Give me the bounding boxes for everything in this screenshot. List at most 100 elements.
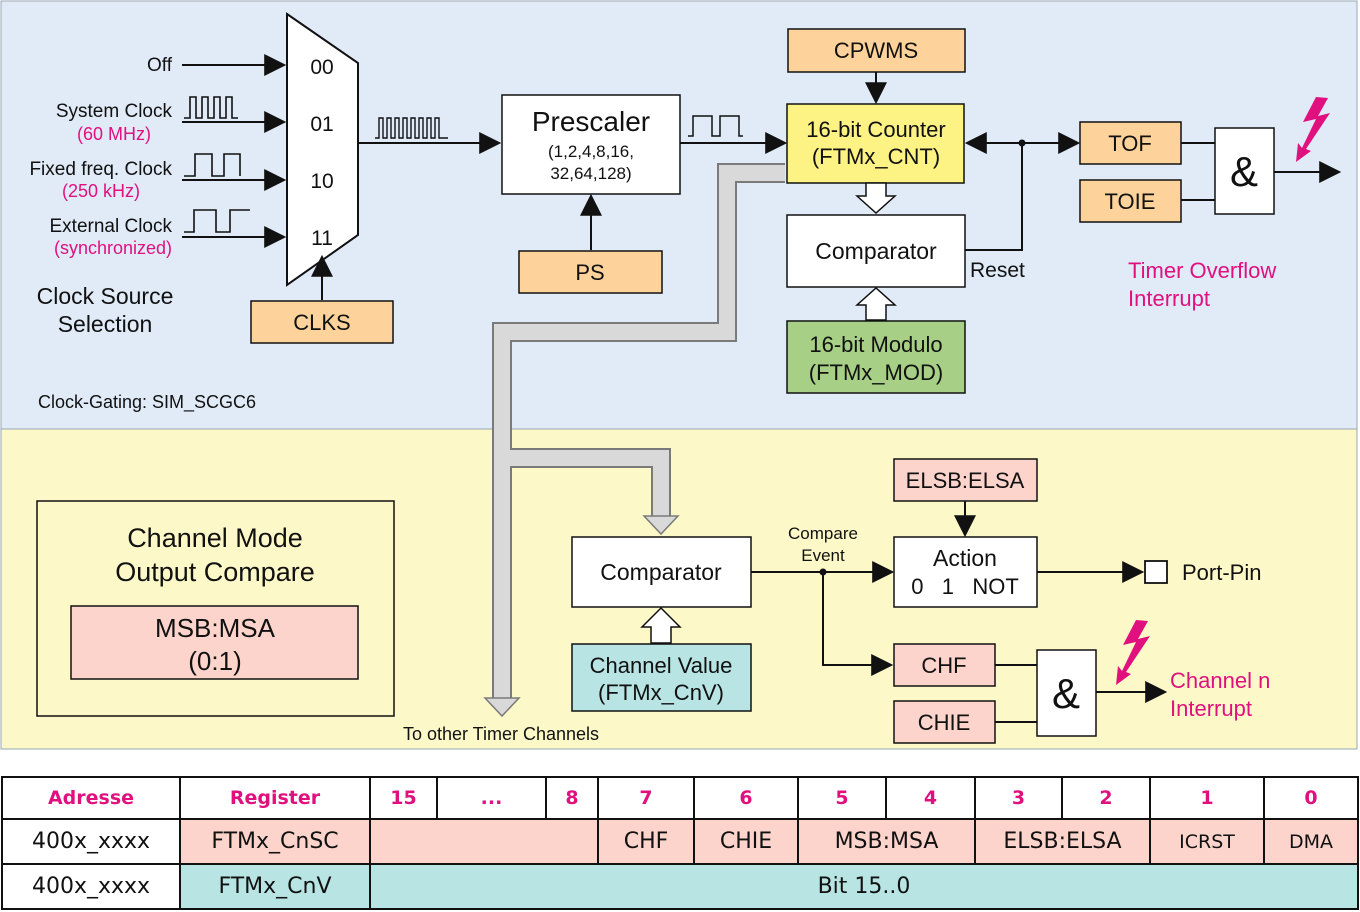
overflow-and-gate	[1214, 127, 1275, 215]
cnsc-icrst-bit: ICRST	[1149, 818, 1265, 865]
cnsc-reserved-bits	[369, 818, 599, 865]
timer-overflow-label-line1: Timer Overflow	[1128, 258, 1276, 283]
system-clock-label: System Clock	[56, 101, 173, 122]
channel-interrupt-label-line1: Channel n	[1170, 668, 1270, 693]
ps-box	[518, 250, 663, 294]
external-clock-label: External Clock	[50, 216, 173, 237]
cnsc-address: 400x_xxxx	[1, 818, 181, 865]
msb-msa-label: MSB:MSA	[155, 613, 276, 643]
prescaler-values-line1: (1,2,4,8,16,	[548, 142, 634, 161]
header-bit-4: 4	[885, 776, 976, 820]
counter-label-line2: (FTMx_CNT)	[812, 144, 940, 169]
header-bit-7: 7	[597, 776, 695, 820]
channel-mode-title-line1: Channel Mode	[127, 523, 303, 553]
header-bit-3: 3	[974, 776, 1063, 820]
system-clock-waveform-icon	[184, 96, 238, 119]
ftm-block-diagram: Off System Clock (60 MHz) Fixed freq. Cl…	[0, 0, 1358, 750]
action-box	[893, 536, 1038, 608]
mux-input-10: 10	[310, 170, 333, 193]
mux-input-00: 00	[310, 56, 333, 79]
modulo-box	[786, 320, 966, 394]
toie-label: TOIE	[1105, 189, 1156, 214]
counter-box	[786, 103, 965, 184]
modulo-to-comparator-arrow	[855, 286, 897, 321]
header-bit-ellipsis: ...	[436, 776, 547, 820]
fixed-clock-label: Fixed freq. Clock	[29, 159, 172, 180]
cnv-address: 400x_xxxx	[1, 863, 181, 910]
cnv-register-name: FTMx_CnV	[179, 863, 371, 910]
cnsc-dma-bit: DMA	[1263, 818, 1359, 865]
elsb-elsa-box	[893, 458, 1038, 502]
channel-and-symbol: &	[1052, 670, 1080, 717]
cpwms-box	[787, 28, 966, 73]
port-pin-icon	[1144, 560, 1168, 584]
msb-msa-box	[70, 605, 359, 680]
header-bit-1: 1	[1149, 776, 1265, 820]
clks-label: CLKS	[293, 310, 350, 335]
header-adresse: Adresse	[1, 776, 181, 820]
register-table-header: Adresse Register 15 ... 8 7 6 5 4 3 2 1 …	[1, 776, 1359, 820]
chie-label: CHIE	[918, 710, 971, 735]
header-bit-2: 2	[1061, 776, 1151, 820]
prescaler-output-waveform-icon	[688, 115, 743, 137]
to-other-channels-label: To other Timer Channels	[403, 724, 599, 744]
comparator-bottom-box	[571, 536, 752, 608]
modulo-label-line2: (FTMx_MOD)	[809, 360, 943, 385]
counter-label-line1: 16-bit Counter	[806, 117, 945, 142]
mux-input-11: 11	[311, 227, 333, 250]
compare-event-label-line2: Event	[801, 546, 845, 565]
clks-box	[250, 300, 394, 344]
clock-multiplexer	[286, 12, 359, 287]
channel-mode-title-line2: Output Compare	[115, 557, 315, 587]
cnsc-msb-msa-bits: MSB:MSA	[797, 818, 976, 865]
header-bit-5: 5	[797, 776, 887, 820]
chf-label: CHF	[921, 653, 966, 678]
channel-value-box	[571, 643, 752, 712]
comparator-bottom-label: Comparator	[600, 559, 722, 585]
cnv-bits: Bit 15..0	[369, 863, 1359, 910]
channel-interrupt-label-line2: Interrupt	[1170, 696, 1252, 721]
channel-value-label-line1: Channel Value	[590, 653, 733, 678]
table-row: 400x_xxxx FTMx_CnSC CHF CHIE MSB:MSA ELS…	[1, 818, 1359, 865]
channel-value-to-comparator-arrow	[640, 606, 682, 644]
action-title: Action	[933, 545, 997, 571]
clock-gating-label: Clock-Gating: SIM_SCGC6	[38, 392, 256, 413]
cnsc-elsb-elsa-bits: ELSB:ELSA	[974, 818, 1151, 865]
cnsc-chf-bit: CHF	[597, 818, 695, 865]
modulo-label-line1: 16-bit Modulo	[809, 332, 942, 357]
reset-label: Reset	[970, 259, 1025, 282]
counter-to-comparator-arrow	[855, 182, 897, 215]
comparator-top-label: Comparator	[815, 238, 937, 264]
cnsc-chie-bit: CHIE	[693, 818, 799, 865]
mux-input-01: 01	[310, 113, 333, 136]
external-clock-waveform-icon	[184, 209, 250, 233]
channel-value-label-line2: (FTMx_CnV)	[598, 680, 724, 705]
chie-box	[893, 700, 996, 744]
comparator-top-box	[786, 214, 966, 288]
tof-box	[1079, 121, 1182, 165]
system-clock-freq: (60 MHz)	[77, 124, 151, 144]
header-bit-0: 0	[1263, 776, 1359, 820]
channel-interrupt-lightning-icon	[1116, 620, 1150, 685]
header-bit-6: 6	[693, 776, 799, 820]
chf-box	[893, 643, 996, 687]
prescaler-values-line2: 32,64,128)	[550, 164, 631, 183]
counter-bus	[483, 163, 785, 718]
fixed-clock-freq: (250 kHz)	[62, 181, 140, 201]
prescaler-title: Prescaler	[532, 106, 650, 137]
channel-and-gate	[1036, 649, 1097, 737]
mux-output-waveform-icon	[375, 117, 448, 139]
overflow-and-symbol: &	[1230, 148, 1258, 195]
cpwms-label: CPWMS	[834, 38, 918, 63]
timer-overflow-label-line2: Interrupt	[1128, 286, 1210, 311]
external-clock-note: (synchronized)	[54, 238, 172, 258]
register-table: Adresse Register 15 ... 8 7 6 5 4 3 2 1 …	[1, 776, 1359, 910]
table-row: 400x_xxxx FTMx_CnV Bit 15..0	[1, 863, 1359, 910]
action-options: 0 1 NOT	[911, 574, 1019, 599]
tof-label: TOF	[1108, 131, 1152, 156]
port-pin-label: Port-Pin	[1182, 560, 1261, 585]
cnsc-register-name: FTMx_CnSC	[179, 818, 371, 865]
header-register: Register	[179, 776, 371, 820]
clock-source-label-line1: Clock Source	[37, 283, 174, 309]
compare-event-label-line1: Compare	[788, 524, 858, 543]
